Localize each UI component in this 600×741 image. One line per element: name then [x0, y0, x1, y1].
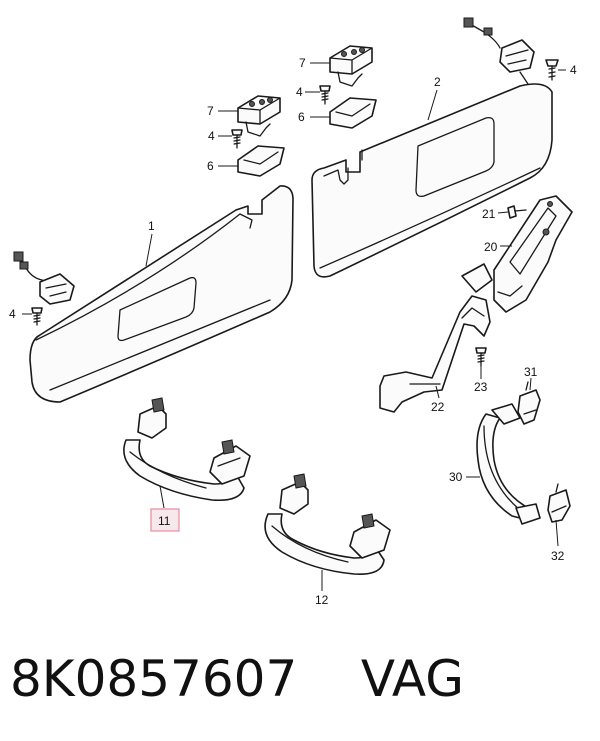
visor-clip-lower: [237, 95, 281, 137]
brand-name: VAG: [360, 650, 464, 708]
screw-21: [507, 205, 527, 219]
callout-22: 22: [431, 400, 445, 414]
visor-mount-right: [463, 17, 535, 85]
visor-cover-upper: [329, 97, 377, 129]
screw-left: [31, 307, 43, 326]
callout-7-upper: 7: [299, 56, 306, 70]
callout-11: 11: [158, 514, 171, 528]
callout-6-upper: 6: [298, 110, 305, 124]
callout-7-lower: 7: [207, 104, 214, 118]
callout-4-upper: 4: [296, 85, 303, 99]
part-number: 8K0857607: [10, 650, 298, 708]
screw-clip-lower: [231, 129, 243, 149]
leader-lines: [22, 62, 566, 591]
callout-20: 20: [484, 240, 498, 254]
sun-visor-left: [29, 185, 294, 403]
visor-cover-lower: [237, 145, 285, 177]
visor-clip-upper: [329, 45, 373, 87]
callout-4-right: 4: [570, 63, 577, 77]
callout-2: 2: [434, 75, 441, 89]
screw-23: [475, 347, 487, 367]
callout-12: 12: [315, 593, 329, 607]
callout-30: 30: [449, 470, 463, 484]
grab-handle-30: [476, 403, 541, 525]
callout-4-lower: 4: [208, 129, 215, 143]
visor-mount-left: [13, 251, 75, 305]
callout-31: 31: [524, 365, 538, 379]
grab-handle-12: [264, 473, 391, 576]
grab-handle-22: [379, 263, 493, 413]
screw-right: [545, 59, 559, 81]
callout-32: 32: [551, 549, 565, 563]
callout-1: 1: [148, 219, 155, 233]
clip-32: [547, 483, 571, 523]
callout-23: 23: [474, 380, 488, 394]
bracket-20: [493, 195, 573, 313]
callout-6-lower: 6: [207, 159, 214, 173]
part-caption: 8K0857607 VAG: [10, 644, 464, 714]
screw-clip-upper: [319, 85, 331, 105]
sun-visor-right: [311, 83, 553, 278]
grab-handle-11: [123, 397, 251, 502]
callout-21: 21: [482, 207, 496, 221]
highlight-box-11: [150, 508, 180, 532]
clip-31: [517, 381, 541, 425]
callout-4-left: 4: [9, 307, 16, 321]
callout-labels: 1 2 4 4 4 4 6 6 7 7 11 12 20 21 22 23 30…: [9, 56, 577, 607]
